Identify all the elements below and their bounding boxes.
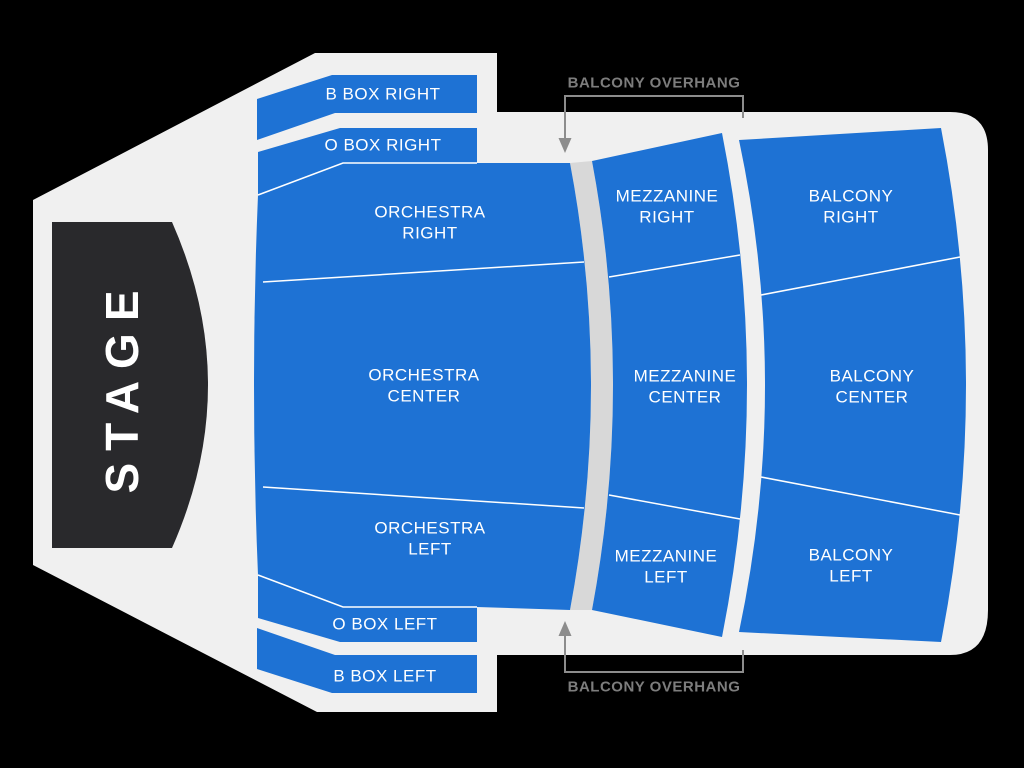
section-b-box-right[interactable] <box>257 75 477 140</box>
section-orchestra-block[interactable] <box>254 128 591 642</box>
arrow-down-icon <box>558 138 572 153</box>
divider-obox-right-orchestra <box>257 162 477 196</box>
stage-label: STAGE <box>96 278 148 493</box>
balcony-overhang-bottom-bracket <box>564 634 744 673</box>
aisle-band <box>570 161 613 610</box>
divider-balcony-center-left <box>760 476 961 516</box>
balcony-overhang-top: BALCONY OVERHANG <box>558 75 744 153</box>
section-balcony-block[interactable] <box>739 128 966 642</box>
section-b-box-left[interactable] <box>257 628 477 693</box>
divider-mezzanine-right-center <box>608 254 741 278</box>
balcony-overhang-bottom-label: BALCONY OVERHANG <box>568 679 741 696</box>
divider-mezzanine-center-left <box>608 494 741 520</box>
section-mezzanine-block[interactable] <box>592 133 747 637</box>
divider-orchestra-center-left <box>262 486 585 509</box>
balcony-overhang-top-bracket <box>564 95 744 140</box>
divider-obox-left-orchestra <box>257 574 477 608</box>
divider-orchestra-right-center <box>262 261 585 283</box>
stage-block <box>52 222 208 548</box>
balcony-overhang-top-label: BALCONY OVERHANG <box>568 75 741 92</box>
balcony-overhang-bottom: BALCONY OVERHANG <box>558 621 744 696</box>
divider-balcony-right-center <box>760 256 961 296</box>
arrow-up-icon <box>558 621 572 636</box>
